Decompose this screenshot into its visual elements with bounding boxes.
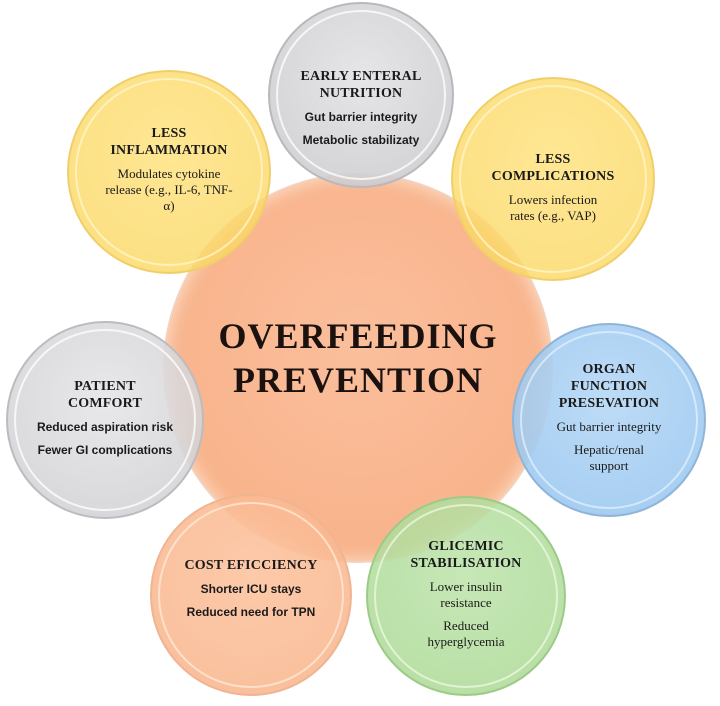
node-glicemic-stabilisation: GLICEMIC STABILISATION Lower insulin res…: [366, 496, 566, 696]
node-cost-eficciency: COST EFICCIENCY Shorter ICU stays Reduce…: [150, 494, 352, 696]
node-title: LESS: [151, 125, 187, 141]
node-early-enteral-nutrition: EARLY ENTERAL NUTRITION Gut barrier inte…: [268, 2, 454, 188]
node-title: LESS: [535, 151, 571, 167]
center-title-line1: OVERFEEDING: [218, 316, 498, 356]
node-title: NUTRITION: [319, 86, 403, 101]
node-item: Reduced hyperglycemia: [427, 618, 505, 649]
node-title: COST EFICCIENCY: [184, 557, 318, 573]
node-title: PRESEVATION: [558, 395, 660, 411]
node-less-complications: LESS COMPLICATIONS Lowers infection rate…: [451, 77, 655, 281]
node-item: Reduced aspiration risk: [36, 420, 174, 434]
node-title: PATIENT: [74, 379, 136, 394]
node-title: STABILISATION: [410, 556, 522, 571]
node-item: Gut barrier integrity: [556, 418, 662, 434]
node-item: Shorter ICU stays: [200, 581, 302, 596]
node-item: Lowers infection rates (e.g., VAP): [508, 191, 598, 223]
node-item: Hepatic/renal support: [573, 441, 644, 473]
node-item: Modulates cytokine release (e.g., IL-6, …: [105, 165, 233, 213]
node-title: GLICEMIC: [428, 539, 504, 554]
node-title: COMFORT: [67, 396, 142, 411]
node-title: INFLAMMATION: [110, 142, 228, 158]
node-organ-function-presevation: ORGAN FUNCTION PRESEVATION Gut barrier i…: [512, 323, 706, 517]
node-title: EARLY ENTERAL: [300, 69, 422, 84]
node-patient-comfort: PATIENT COMFORT Reduced aspiration risk …: [6, 321, 204, 519]
node-title: ORGAN: [582, 361, 636, 377]
node-item: Reduced need for TPN: [186, 604, 316, 619]
node-item: Lower insulin resistance: [429, 579, 503, 610]
node-title: COMPLICATIONS: [491, 168, 615, 184]
node-item: Fewer GI complications: [37, 443, 173, 457]
center-title-line2: PREVENTION: [232, 360, 484, 400]
node-title: FUNCTION: [570, 378, 648, 394]
node-item: Metabolic stabilizaty: [302, 133, 420, 147]
node-less-inflammation: LESS INFLAMMATION Modulates cytokine rel…: [67, 70, 271, 274]
node-item: Gut barrier integrity: [304, 110, 418, 124]
